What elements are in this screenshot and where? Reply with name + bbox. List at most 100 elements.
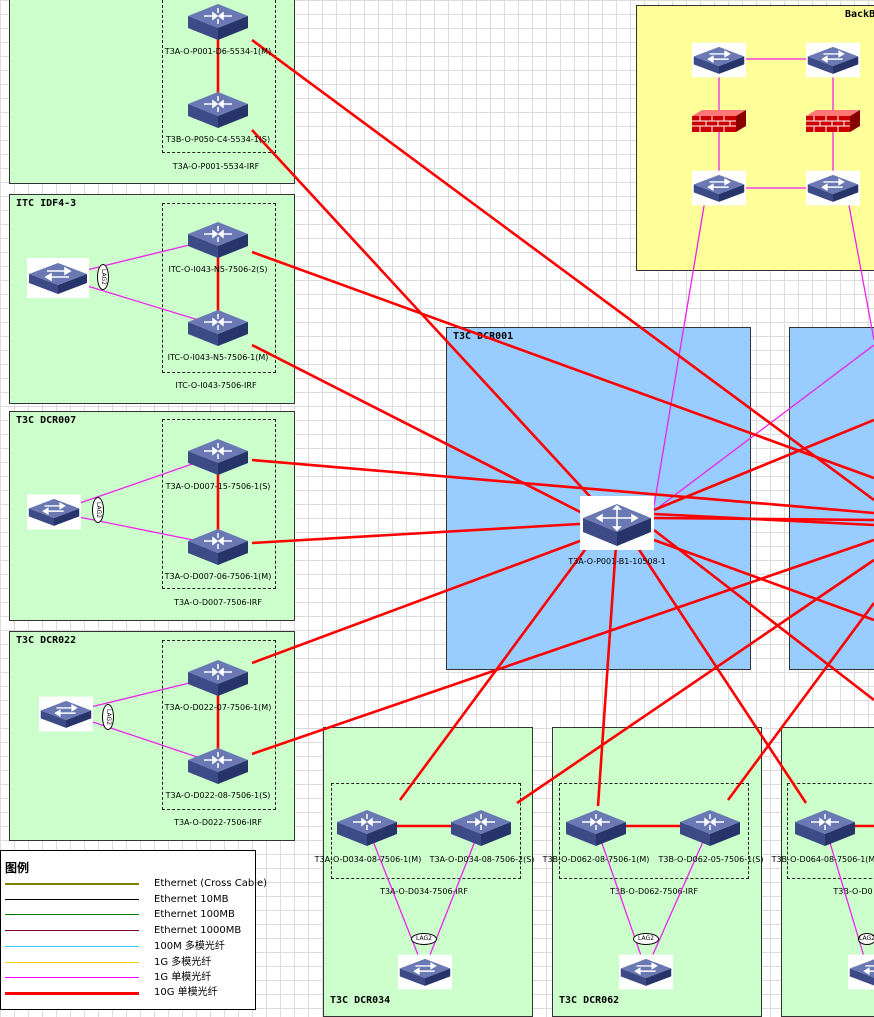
switch-icon[interactable] <box>398 952 452 992</box>
legend-label: Ethernet 100MB <box>154 909 235 920</box>
router-switch-icon[interactable] <box>184 521 252 569</box>
link-1g <box>53 454 219 513</box>
link-1g <box>366 825 425 971</box>
legend-item: Ethernet 10MB <box>5 893 253 907</box>
link-10g <box>653 512 874 527</box>
device-label: T3B-O-D062-05-7506-1(S) <box>658 855 764 864</box>
router-switch-icon[interactable] <box>184 0 252 44</box>
router-switch-icon[interactable] <box>184 431 252 479</box>
router-switch-icon[interactable] <box>184 302 252 350</box>
router-switch-icon[interactable] <box>184 214 252 262</box>
device-label: T3B-O-D062-08-7506-1(M) <box>542 855 650 864</box>
zone-title: BackB <box>845 9 874 20</box>
legend-line <box>5 946 139 947</box>
legend-label: Ethernet 10MB <box>154 894 229 905</box>
irf-label: T3B-O-D0 <box>833 887 873 896</box>
device-label: T3A-O-D022-08-7506-1(S) <box>165 791 271 800</box>
legend-item: 10G 单模光纤 <box>5 986 253 1000</box>
legend-title: 图例 <box>5 861 30 875</box>
link-10g <box>251 38 874 502</box>
legend-line <box>5 992 139 995</box>
legend-line <box>5 899 139 900</box>
link-10g <box>251 343 597 522</box>
switch-icon[interactable] <box>692 40 746 80</box>
firewall-icon[interactable] <box>804 108 862 134</box>
irf-label: T3A-O-P001-5534-IRF <box>172 162 260 171</box>
irf-label: T3A-O-D007-7506-IRF <box>174 598 262 607</box>
zone-title: T3C DCR007 <box>16 415 77 426</box>
zone-itc-idf4-3: ITC IDF4-3 <box>9 194 295 404</box>
router-switch-icon[interactable] <box>791 802 859 850</box>
irf-group-d007 <box>162 419 276 589</box>
zone-t3c-dcr022: T3C DCR022 <box>9 631 295 841</box>
lag-badge: LAG2 <box>633 933 659 945</box>
legend-item: 1G 多模光纤 <box>5 956 253 970</box>
irf-group-d064 <box>787 783 874 879</box>
switch-icon[interactable] <box>27 492 81 532</box>
link-1g <box>423 825 482 971</box>
irf-label: ITC-O-I043-7506-IRF <box>175 381 257 390</box>
router-switch-icon[interactable] <box>184 84 252 132</box>
link-10g <box>251 538 874 756</box>
link-10g <box>516 558 874 805</box>
legend-line <box>5 930 139 931</box>
link-1g <box>654 344 874 511</box>
device-label: T3B-O-P050-C4-5534-1(S) <box>165 135 271 144</box>
legend-item: Ethernet 1000MB <box>5 924 253 938</box>
legend-label: 1G 多模光纤 <box>154 957 212 968</box>
irf-label: T3A-O-D034-7506-IRF <box>380 887 468 896</box>
router-switch-icon[interactable] <box>333 802 401 850</box>
irf-label: T3B-O-D062-7506-IRF <box>609 887 699 896</box>
zone-right-partial <box>789 327 874 670</box>
irf-group-i043 <box>162 203 276 373</box>
device-label: T3A-O-D007-15-7506-1(S) <box>165 482 271 491</box>
device-label: T3A-O-P001-D6-5534-1(M) <box>164 47 272 56</box>
link-10g <box>251 129 597 504</box>
switch-icon[interactable] <box>692 168 746 208</box>
legend-line <box>5 977 139 978</box>
link-10g <box>653 418 874 512</box>
link-1g <box>645 825 711 971</box>
switch-icon[interactable] <box>806 168 860 208</box>
device-label: T3A-O-D007-06-7506-1(M) <box>164 572 272 581</box>
zone-title: T3C DCR022 <box>16 635 77 646</box>
irf-group-d022 <box>162 640 276 810</box>
legend-label: 10G 单模光纤 <box>154 987 218 998</box>
switch-icon[interactable] <box>806 40 860 80</box>
firewall-icon[interactable] <box>690 108 748 134</box>
lag-badge: LAG2 <box>102 704 114 730</box>
irf-group-p001 <box>162 0 276 153</box>
device-label: ITC-O-I043-N5-7506-1(M) <box>167 353 269 362</box>
core-switch-icon[interactable] <box>580 496 654 550</box>
legend-item: Ethernet 100MB <box>5 908 253 922</box>
router-switch-icon[interactable] <box>447 802 515 850</box>
router-switch-icon[interactable] <box>676 802 744 850</box>
link-10g <box>251 533 597 665</box>
lag-badge: LAG2 <box>92 497 104 523</box>
link-1g <box>53 511 219 546</box>
link-10g <box>726 602 874 801</box>
zone-top-left <box>9 0 295 184</box>
device-label: ITC-O-I043-N5-7506-2(S) <box>168 265 268 274</box>
legend-line <box>5 883 139 885</box>
router-switch-icon[interactable] <box>562 802 630 850</box>
device-label: T3A-O-P001-B1-10508-1 <box>568 557 666 566</box>
device-label: T3A-O-D034-08-7506-2(S) <box>429 855 535 864</box>
lag-badge: LAG2 <box>411 933 437 945</box>
link-10g <box>251 521 597 545</box>
legend-item: 1G 单模光纤 <box>5 971 253 985</box>
legend-line <box>5 914 139 915</box>
irf-group-d034 <box>331 783 521 879</box>
legend: 图例 Ethernet (Cross Cable) Ethernet 10MB … <box>0 850 267 1010</box>
irf-group-d062 <box>559 783 749 879</box>
switch-icon[interactable] <box>39 694 93 734</box>
legend-line <box>5 962 139 963</box>
switch-icon[interactable] <box>27 258 89 298</box>
link-1g <box>595 825 647 971</box>
legend-label: Ethernet 1000MB <box>154 925 242 936</box>
router-switch-icon[interactable] <box>184 740 252 788</box>
router-switch-icon[interactable] <box>184 652 252 700</box>
legend-item: Ethernet (Cross Cable) <box>5 877 267 891</box>
switch-icon[interactable] <box>848 952 874 992</box>
switch-icon[interactable] <box>619 952 673 992</box>
